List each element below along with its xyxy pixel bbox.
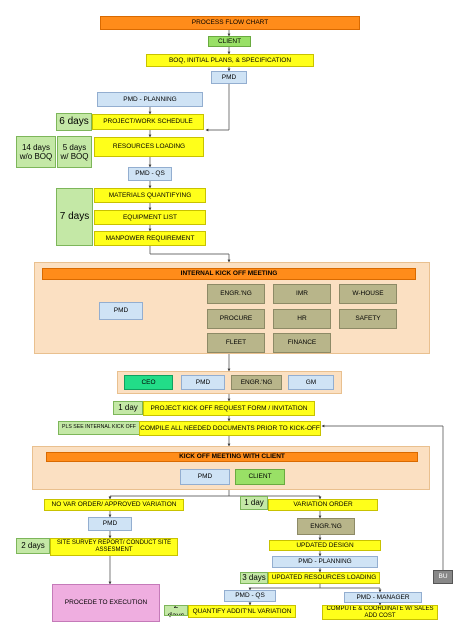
procure-box: PROCURE	[207, 309, 265, 329]
bottom-pmd-qs-box: PMD - QS	[224, 590, 276, 602]
boq-box: BOQ, INITIAL PLANS, & SPECIFICATION	[146, 54, 314, 67]
kickoff-client-box: CLIENT	[235, 469, 285, 485]
seven-days-box: 7 days	[56, 188, 93, 246]
kickoff-pmd-box: PMD	[180, 469, 230, 485]
resources-loading-box: RESOURCES LOADING	[94, 137, 204, 157]
vo-engrng-box: ENGR.'NG	[297, 518, 355, 535]
pmd-manager-box: PMD - MANAGER	[344, 592, 422, 603]
updated-resources-box: UPDATED RESOURCES LOADING	[268, 572, 380, 584]
manpower-requirement-box: MANPOWER REQUIREMENT	[94, 231, 206, 246]
fourteen-days-box: 14 days w/o BOQ	[16, 136, 56, 168]
safety-box: SAFETY	[339, 309, 397, 329]
left-pmd-box: PMD	[88, 517, 132, 531]
row-engrng-box: ENGR.'NG	[231, 375, 282, 390]
ceo-box: CEO	[124, 375, 173, 390]
finance-box: FINANCE	[273, 333, 331, 353]
gm-box: GM	[288, 375, 334, 390]
one-day-box-b: 1 day	[240, 496, 268, 510]
internal-pmd-box: PMD	[99, 302, 143, 320]
attendees-panel	[117, 371, 342, 394]
pmd-box: PMD	[211, 71, 247, 84]
project-schedule-box: PROJECT/WORK SCHEDULE	[92, 114, 204, 130]
no-var-order-box: NO VAR ORDER/ APPROVED VARIATION	[44, 499, 184, 511]
equipment-list-box: EQUIPMENT LIST	[94, 210, 206, 225]
two-days-box-a: 2 days	[16, 538, 50, 554]
materials-quantifying-box: MATERIALS QUANTIFYING	[94, 188, 206, 203]
process-flow-chart-title: PROCESS FLOW CHART	[100, 16, 360, 30]
pmd-qs-box: PMD - QS	[128, 167, 172, 181]
compute-coordinate-box: COMPUTE & COORDINATE W/ SALES ADD COST	[322, 605, 438, 620]
three-days-box: 3 days	[240, 572, 268, 584]
five-days-box: 5 days w/ BOQ	[57, 136, 92, 168]
imr-box: IMR	[273, 284, 331, 304]
internal-kickoff-title: INTERNAL KICK OFF MEETING	[42, 268, 416, 280]
hr-box: HR	[273, 309, 331, 329]
engrng-box: ENGR.'NG	[207, 284, 265, 304]
six-days-box: 6 days	[56, 113, 92, 131]
fleet-box: FLEET	[207, 333, 265, 353]
bu-box: BU	[433, 570, 453, 584]
whouse-box: W-HOUSE	[339, 284, 397, 304]
compile-docs-box: COMPILE ALL NEEDED DOCUMENTS PRIOR TO KI…	[139, 421, 321, 436]
client-box: CLIENT	[208, 36, 251, 47]
two-days-box-b: 2 days	[164, 605, 188, 616]
variation-order-box: VARIATION ORDER	[268, 499, 378, 511]
project-kickoff-request-box: PROJECT KICK OFF REQUEST FORM / INVITATI…	[143, 401, 315, 416]
kickoff-client-title: KICK OFF MEETING WITH CLIENT	[46, 452, 418, 462]
site-survey-box: SITE SURVEY REPORT/ CONDUCT SITE ASSESME…	[50, 538, 178, 556]
proceed-execution-box: PROCEDE TO EXECUTION	[52, 584, 160, 622]
pmd-planning-box: PMD - PLANNING	[97, 92, 203, 107]
pls-see-box: PLS SEE INTERNAL KICK OFF	[58, 421, 140, 435]
updated-design-box: UPDATED DESIGN	[269, 540, 381, 551]
quantify-additional-box: QUANTIFY ADDIT'NL VARIATION	[188, 605, 296, 618]
row-pmd-box: PMD	[181, 375, 225, 390]
one-day-box-a: 1 day	[113, 401, 143, 415]
vo-pmd-planning-box: PMD - PLANNING	[272, 556, 378, 568]
